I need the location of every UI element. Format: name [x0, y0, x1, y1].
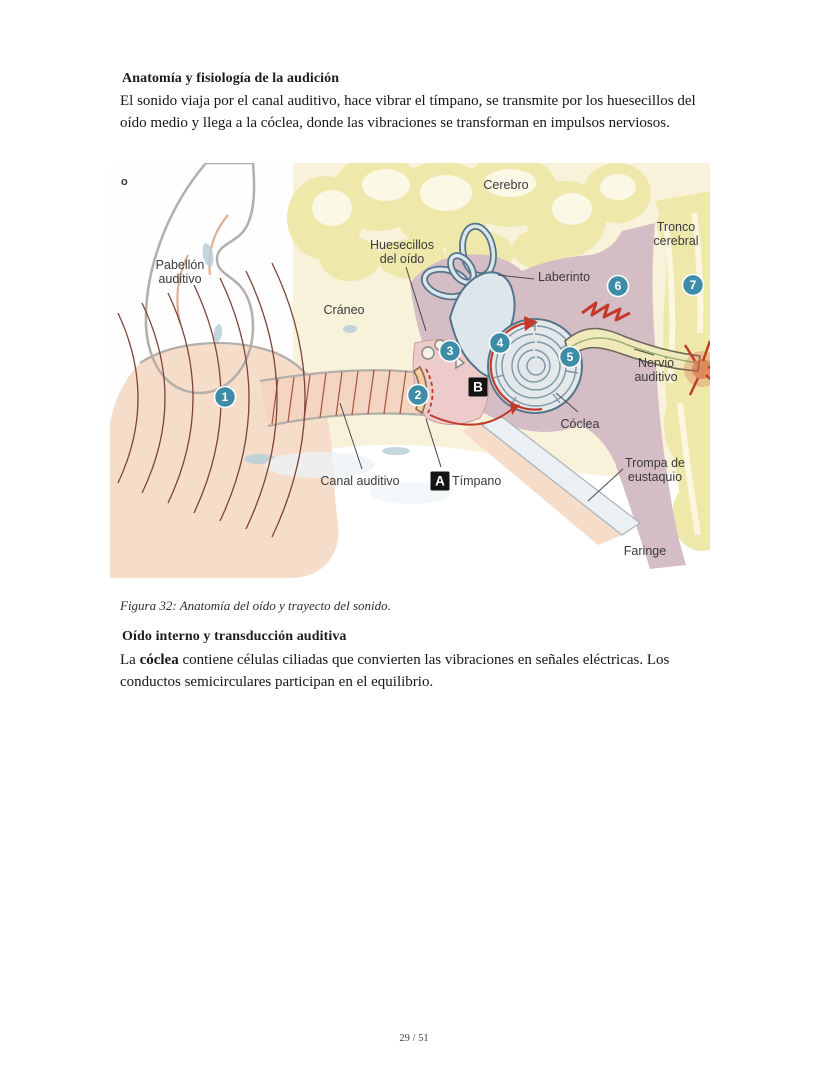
figure-caption: Figura 32: Anatomía del oído y trayecto …: [120, 598, 391, 613]
auditory-nerve-shape: [564, 301, 723, 396]
svg-text:B: B: [473, 380, 483, 395]
svg-text:3: 3: [447, 344, 454, 358]
paragraph-coclea-post: contiene células ciliadas que convierten…: [120, 652, 670, 690]
section-heading-anatomia: Anatomía y fisiología de la audición: [122, 71, 340, 86]
label-craneo: Cráneo: [324, 303, 365, 317]
svg-text:5: 5: [567, 350, 574, 364]
step-marker-4: 4: [488, 331, 512, 355]
label-nervio-line2: auditivo: [634, 370, 677, 384]
paragraph-coclea-bold: cóclea: [139, 652, 179, 668]
nerve-impulse-spark: [581, 301, 631, 322]
label-cerebro: Cerebro: [483, 178, 528, 192]
label-canal-auditivo: Canal auditivo: [320, 474, 399, 488]
label-trompa-line2: eustaquio: [628, 470, 682, 484]
step-marker-5: 5: [558, 345, 582, 369]
step-marker-1: 1: [213, 385, 237, 409]
paragraph-sonido: El sonido viaja por el canal auditivo, h…: [120, 93, 696, 131]
label-faringe: Faringe: [624, 544, 666, 558]
svg-text:6: 6: [615, 279, 622, 293]
page-number: 29 / 51: [399, 1033, 429, 1044]
step-marker-7: 7: [681, 273, 705, 297]
step-marker-2: 2: [406, 383, 430, 407]
label-huesecillos-line2: del oído: [380, 252, 425, 266]
step-markers: 1 2 3 4 5 6 7 B A: [213, 273, 705, 491]
ear-anatomy-figure: o Cerebro Tronco cerebral Huesecillos de…: [110, 155, 732, 578]
svg-text:A: A: [435, 474, 445, 489]
svg-text:2: 2: [415, 388, 422, 402]
figure-labels: Cerebro Tronco cerebral Huesecillos del …: [156, 178, 699, 558]
label-pabellon-line1: Pabellón: [156, 258, 205, 272]
label-laberinto: Laberinto: [538, 270, 590, 284]
step-marker-3: 3: [438, 339, 462, 363]
paragraph-coclea: La cóclea contiene células ciliadas que …: [120, 650, 716, 693]
cochlea-shape: [429, 316, 583, 426]
paragraph-coclea-pre: La: [120, 652, 140, 668]
label-timpano: Tímpano: [452, 474, 501, 488]
letter-marker-a: A: [430, 471, 450, 491]
label-huesecillos-line1: Huesecillos: [370, 238, 434, 252]
svg-text:7: 7: [690, 278, 697, 292]
label-pabellon-line2: auditivo: [158, 272, 201, 286]
figure-stray-mark: o: [121, 176, 128, 188]
label-trompa-line1: Trompa de: [625, 456, 685, 470]
label-leader-lines: [339, 266, 655, 502]
ear-canal-shape: [259, 369, 426, 428]
label-nervio-line1: Nervio: [638, 356, 674, 370]
ear-anatomy-illustration: o Cerebro Tronco cerebral Huesecillos de…: [110, 155, 732, 578]
label-tronco-line2: cerebral: [653, 234, 698, 248]
label-coclea: Cóclea: [561, 417, 600, 431]
step-marker-6: 6: [606, 274, 630, 298]
label-tronco-line1: Tronco: [657, 220, 695, 234]
lower-white-region: [293, 444, 710, 578]
section-heading-oido-interno: Oído interno y transducción auditiva: [122, 629, 347, 644]
letter-marker-b: B: [468, 377, 488, 397]
svg-text:1: 1: [222, 390, 229, 404]
svg-text:4: 4: [497, 336, 504, 350]
